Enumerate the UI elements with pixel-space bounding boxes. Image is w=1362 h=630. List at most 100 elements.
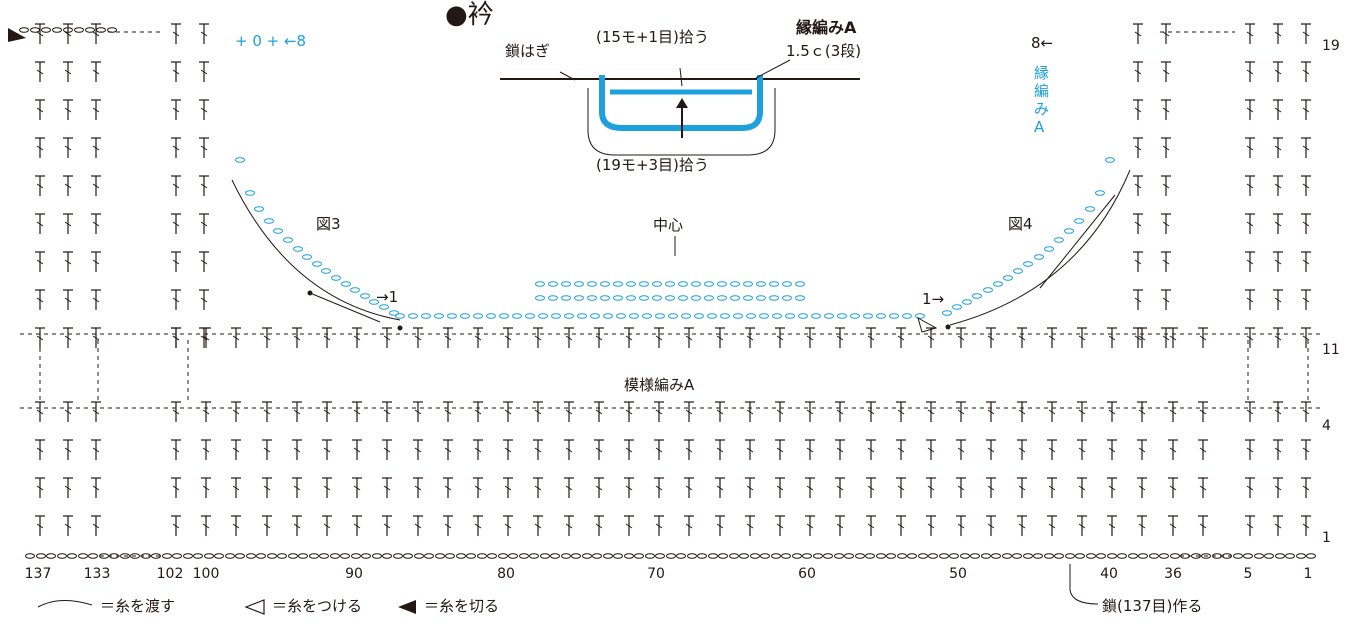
stitch <box>1160 289 1172 311</box>
chain-stitch <box>666 553 676 559</box>
edging-chain <box>512 313 522 319</box>
edging-chain <box>395 313 405 319</box>
stitch <box>1046 477 1058 499</box>
chain-stitch <box>823 553 833 559</box>
edging-chain <box>889 313 899 319</box>
chain-stitch <box>739 553 749 559</box>
stitch-number: 50 <box>949 566 967 582</box>
chain-stitch <box>46 553 56 559</box>
chain-stitch <box>1054 553 1064 559</box>
edging-chain <box>769 295 779 301</box>
stitch <box>1300 327 1312 349</box>
edging-chain <box>1044 246 1054 252</box>
stitch <box>623 327 635 349</box>
edging-chain <box>720 313 730 319</box>
chain-stitch <box>592 553 602 559</box>
chain-stitch <box>655 553 665 559</box>
stitch <box>34 327 46 349</box>
stitch <box>895 327 907 349</box>
collar-inset-diagram <box>500 59 860 156</box>
stitch <box>1046 515 1058 537</box>
stitch <box>321 515 333 537</box>
stitch <box>170 477 182 499</box>
chain-stitch <box>25 553 35 559</box>
stitch <box>563 327 575 349</box>
chain-stitch <box>844 553 854 559</box>
edging-chain <box>772 313 782 319</box>
chain-stitch <box>1306 553 1316 559</box>
chain-stitch <box>970 553 980 559</box>
stitch <box>804 515 816 537</box>
stitch <box>198 99 210 121</box>
legend-cut-label: ＝糸を切る <box>424 597 500 615</box>
stitch <box>1300 251 1312 273</box>
stitch <box>1197 439 1209 461</box>
chain-stitch <box>1296 553 1306 559</box>
stitch <box>1300 99 1312 121</box>
edging-chain <box>331 275 341 281</box>
chain-stitch <box>1159 553 1169 559</box>
chain-stitch <box>277 553 287 559</box>
left-edging-curve <box>231 179 403 331</box>
figure-4-label: 図4 <box>1008 215 1033 233</box>
chain-stitch <box>361 553 371 559</box>
edging-chain <box>626 281 636 287</box>
stitch <box>1300 439 1312 461</box>
stitch <box>34 251 46 273</box>
chain-stitch <box>928 553 938 559</box>
edging-chain <box>626 295 636 301</box>
stitch <box>865 477 877 499</box>
edging-chain <box>1034 254 1044 260</box>
edging-chain <box>360 293 370 299</box>
stitch <box>170 61 182 83</box>
stitch <box>1046 401 1058 423</box>
stitch <box>774 477 786 499</box>
stitch <box>865 439 877 461</box>
stitch <box>1132 99 1144 121</box>
stitch <box>1300 289 1312 311</box>
chain-stitch <box>750 553 760 559</box>
edging-chain <box>574 295 584 301</box>
edging-chain <box>717 281 727 287</box>
stitch <box>34 175 46 197</box>
stitch <box>1132 251 1144 273</box>
stitch <box>34 23 46 45</box>
stitch <box>1160 175 1172 197</box>
stitch <box>1076 477 1088 499</box>
stitch <box>351 327 363 349</box>
inset-top-pickup: (15モ+1目)拾う <box>596 28 709 46</box>
stitch <box>502 477 514 499</box>
chain-stitch <box>1243 553 1253 559</box>
chain-stitch <box>918 553 928 559</box>
stitch <box>34 401 46 423</box>
stitch <box>1244 289 1256 311</box>
stitch <box>1272 401 1284 423</box>
chain-stitch <box>550 553 560 559</box>
edging-chain <box>665 281 675 287</box>
edging-chain <box>587 281 597 287</box>
stitch <box>412 515 424 537</box>
edging-chain <box>678 295 688 301</box>
stitch <box>90 213 102 235</box>
edging-chain <box>665 295 675 301</box>
stitch <box>291 515 303 537</box>
stitch <box>291 401 303 423</box>
chain-stitch <box>36 553 46 559</box>
stitch <box>62 137 74 159</box>
chain-stitch <box>382 553 392 559</box>
stitch <box>170 515 182 537</box>
chain-stitch <box>487 553 497 559</box>
edging-chain <box>717 295 727 301</box>
stitch <box>200 515 212 537</box>
edging-chain <box>642 313 652 319</box>
stitch <box>1016 515 1028 537</box>
stitch <box>261 477 273 499</box>
stitch <box>442 439 454 461</box>
chain-stitch <box>67 553 77 559</box>
stitch <box>593 439 605 461</box>
stitch <box>1300 515 1312 537</box>
chain-stitch <box>613 553 623 559</box>
edging-chain <box>694 313 704 319</box>
stitch <box>1197 477 1209 499</box>
